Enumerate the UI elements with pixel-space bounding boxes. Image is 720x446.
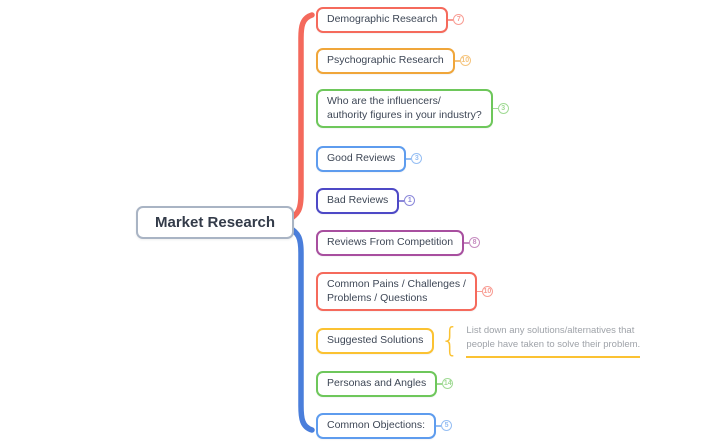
node-influencers-authority-figures[interactable]: Who are the influencers/ authority figur… (316, 89, 493, 129)
branch-row: Personas and Angles 14 (316, 371, 454, 397)
node-bad-reviews[interactable]: Bad Reviews (316, 188, 400, 214)
badge-connector-line (436, 425, 442, 427)
branch-row: Suggested Solutions { List down any solu… (316, 320, 641, 360)
child-count-badge[interactable]: 5 (441, 420, 453, 432)
badge-connector-line (448, 19, 454, 21)
node-demographic-research[interactable]: Demographic Research (316, 7, 449, 33)
badge-connector-line (437, 383, 443, 385)
bottom-bracket-connector (284, 223, 315, 433)
branch-row: Who are the influencers/ authority figur… (316, 89, 509, 129)
branch-row: Good Reviews 3 (316, 146, 423, 172)
node-common-objections[interactable]: Common Objections: (316, 413, 437, 439)
collapsed-children-indicator[interactable]: 7 (448, 14, 465, 26)
child-count-badge[interactable]: 3 (411, 153, 423, 165)
collapsed-children-indicator[interactable]: 3 (492, 103, 509, 115)
branch-row: Bad Reviews 1 (316, 188, 416, 214)
child-count-badge[interactable]: 1 (404, 195, 416, 207)
node-psychographic-research[interactable]: Psychographic Research (316, 48, 455, 74)
node-personas-and-angles[interactable]: Personas and Angles (316, 371, 438, 397)
root-node-market-research[interactable]: Market Research (136, 206, 295, 239)
collapsed-children-indicator[interactable]: 1 (399, 195, 416, 207)
node-suggested-solutions-note[interactable]: List down any solutions/alternatives tha… (466, 324, 641, 358)
branch-row: Reviews From Competition 8 (316, 230, 481, 256)
badge-connector-line (464, 242, 470, 244)
badge-connector-line (406, 158, 412, 160)
branch-row: Psychographic Research 10 (316, 48, 471, 74)
child-count-badge[interactable]: 3 (497, 103, 509, 115)
branch-row: Common Pains / Challenges / Problems / Q… (316, 272, 493, 312)
branch-row: Common Objections: 5 (316, 413, 453, 439)
branch-row: Demographic Research 7 (316, 7, 465, 33)
collapsed-children-indicator[interactable]: 3 (406, 153, 423, 165)
child-count-badge[interactable]: 7 (453, 14, 465, 26)
note-brace-icon: { (440, 320, 460, 360)
child-count-badge[interactable]: 10 (459, 55, 471, 67)
collapsed-children-indicator[interactable]: 8 (464, 237, 481, 249)
collapsed-children-indicator[interactable]: 10 (476, 286, 493, 298)
node-good-reviews[interactable]: Good Reviews (316, 146, 407, 172)
top-bracket-connector (284, 12, 315, 224)
badge-connector-line (476, 290, 482, 293)
child-count-badge[interactable]: 10 (481, 286, 493, 298)
collapsed-children-indicator[interactable]: 14 (437, 378, 454, 390)
node-reviews-from-competition[interactable]: Reviews From Competition (316, 230, 465, 256)
collapsed-children-indicator[interactable]: 5 (436, 420, 453, 432)
badge-connector-line (454, 60, 460, 62)
badge-connector-line (399, 200, 405, 202)
child-count-badge[interactable]: 8 (469, 237, 481, 249)
node-suggested-solutions[interactable]: Suggested Solutions (316, 327, 435, 354)
child-count-badge[interactable]: 14 (442, 378, 454, 390)
collapsed-children-indicator[interactable]: 10 (454, 55, 471, 67)
badge-connector-line (492, 107, 498, 110)
node-common-pains[interactable]: Common Pains / Challenges / Problems / Q… (316, 272, 477, 312)
